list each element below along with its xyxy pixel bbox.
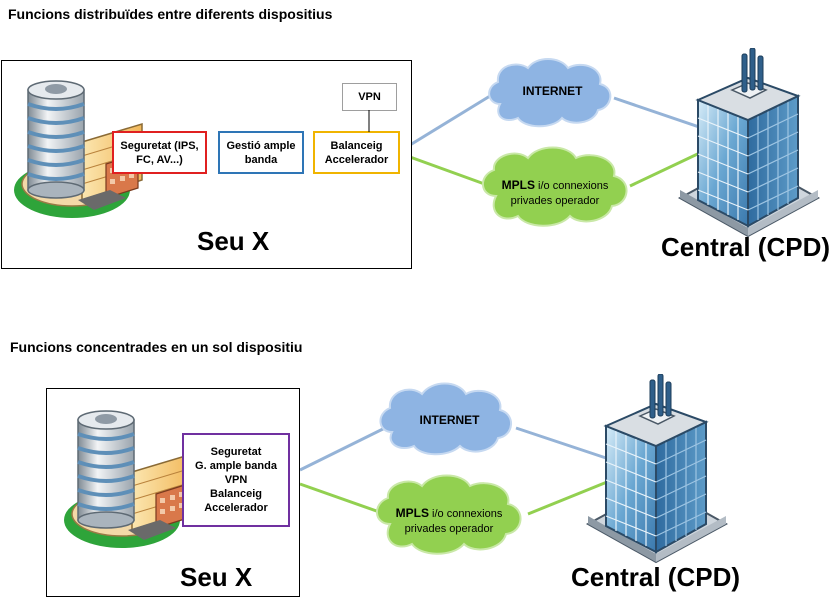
internet-link-left-1: [409, 94, 491, 147]
internet-link-right-2: [515, 426, 613, 462]
mpls-bold-2: MPLS: [395, 506, 429, 520]
mpls-line2-2: privades operador: [404, 523, 494, 535]
diagram1-title: Funcions distribuïdes entre diferents di…: [8, 6, 333, 22]
diagram2-title: Funcions concentrades en un sol disposit…: [10, 339, 303, 355]
internet-cloud-2: [379, 382, 512, 456]
mpls-label-2: MPLS i/o connexions privades operador: [384, 506, 514, 537]
datacenter-building-icon-1: [679, 48, 819, 237]
central-name-2: Central (CPD): [571, 562, 741, 592]
concentrated-functions-box: Seguretat G. ample banda VPN Balanceig A…: [182, 433, 290, 527]
mpls-rest-1: i/o connexions: [538, 180, 609, 192]
mpls-cloud-1: [482, 146, 628, 227]
mpls-label-1: MPLS i/o connexions privades operador: [490, 178, 620, 209]
mpls-link-right-2: [527, 478, 613, 516]
vpn-box: VPN: [342, 83, 397, 111]
site-name-2: Seu X: [180, 562, 253, 592]
mpls-line2-1: privades operador: [510, 195, 600, 207]
office-building-icon-2: [60, 402, 200, 552]
mpls-link-left-2: [299, 482, 386, 516]
internet-cloud-1: [488, 58, 612, 128]
mpls-bold-1: MPLS: [501, 178, 535, 192]
bandwidth-box: Gestió ample banda: [218, 131, 304, 174]
mpls-link-left-1: [409, 155, 491, 188]
central-name-1: Central (CPD): [661, 232, 831, 262]
security-box: Seguretat (IPS, FC, AV...): [112, 131, 207, 174]
internet-label-2: INTERNET: [419, 413, 480, 427]
site-name-1: Seu X: [197, 226, 270, 256]
datacenter-building-icon-2: [587, 374, 727, 563]
mpls-cloud-2: [376, 474, 522, 555]
internet-link-right-1: [613, 96, 709, 132]
mpls-rest-2: i/o connexions: [432, 508, 503, 520]
internet-link-left-2: [299, 426, 386, 472]
internet-label-1: INTERNET: [522, 84, 583, 98]
vpn-connector: [368, 110, 370, 132]
mpls-link-right-1: [629, 148, 707, 188]
balancing-box: Balanceig Accelerador: [313, 131, 400, 174]
